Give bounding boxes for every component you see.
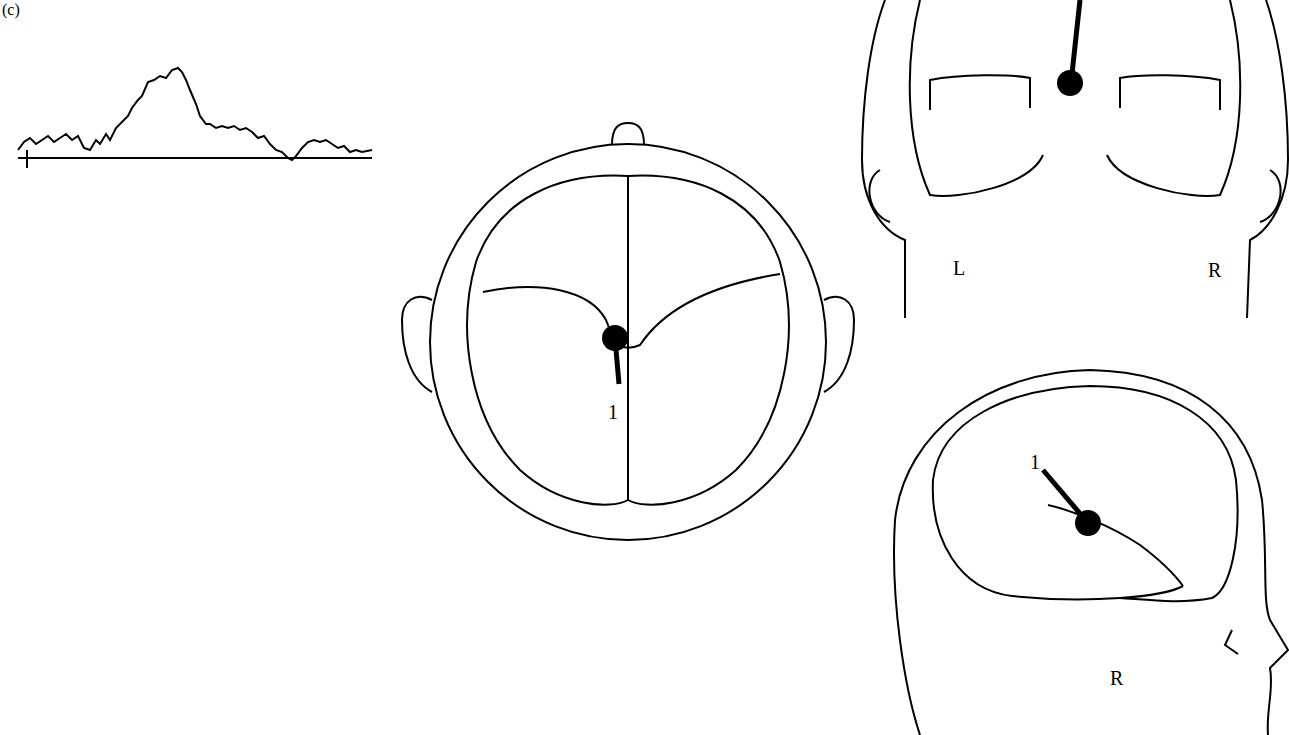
- callout-number: 1: [608, 402, 618, 422]
- panel-label: (c): [2, 2, 20, 18]
- waveform: [18, 68, 372, 168]
- head-top-view: [402, 123, 854, 540]
- head-coronal-view: [862, 0, 1288, 318]
- side-label: R: [1110, 668, 1123, 688]
- side-label: R: [1208, 260, 1221, 280]
- callout-number: 1: [1030, 452, 1040, 472]
- head-sagittal-view: [894, 370, 1288, 735]
- side-label: L: [953, 258, 965, 278]
